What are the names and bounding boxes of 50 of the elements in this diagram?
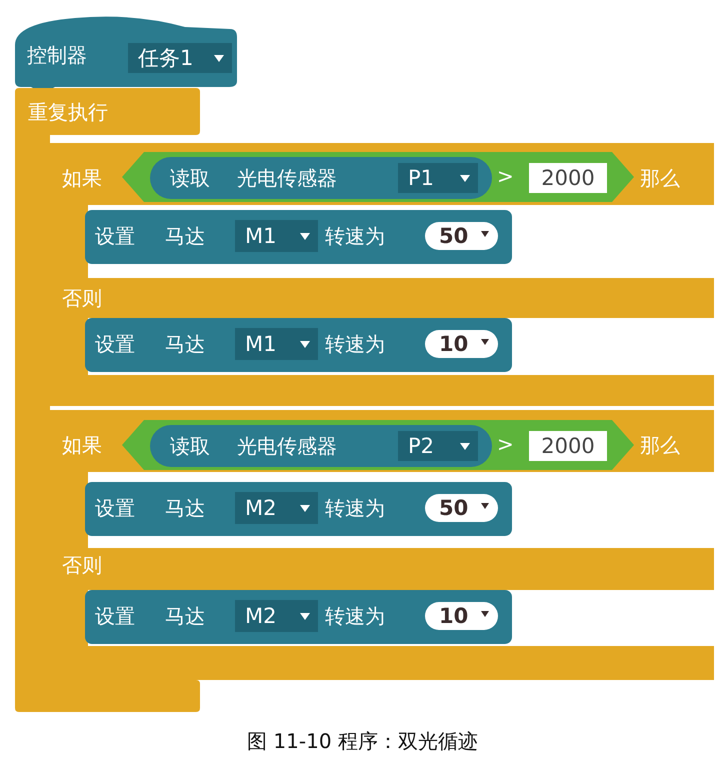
dropdown-field: 10 xyxy=(425,602,498,630)
motor-speed-block xyxy=(85,210,512,264)
block-label: > xyxy=(497,431,514,458)
block-label: 转速为 xyxy=(325,603,385,630)
block-label: 设置 xyxy=(95,223,135,250)
block-label: 转速为 xyxy=(325,223,385,250)
block-label: 马达 xyxy=(165,331,205,358)
block-label: 转速为 xyxy=(325,495,385,522)
block-label: 如果 xyxy=(62,165,102,192)
block-label: 读取 xyxy=(170,165,210,192)
dropdown-field: M2 xyxy=(235,600,318,632)
block-label: 那么 xyxy=(640,432,680,459)
if-else-block xyxy=(50,410,714,680)
caption: 图 11-10 程序：双光循迹 xyxy=(247,728,478,755)
motor-speed-block xyxy=(85,318,512,372)
dropdown-field: 10 xyxy=(425,330,498,358)
block-label: 马达 xyxy=(165,223,205,250)
dropdown-field: 任务1 xyxy=(128,43,232,73)
dropdown-field: M1 xyxy=(235,220,318,252)
block-label: 否则 xyxy=(62,552,102,579)
dropdown-field: M2 xyxy=(235,492,318,524)
if-else-block xyxy=(50,143,714,406)
block-label: 设置 xyxy=(95,331,135,358)
block-label: 重复执行 xyxy=(28,99,108,126)
number-field: 2000 xyxy=(529,163,607,193)
block-label: 设置 xyxy=(95,603,135,630)
dropdown-field: 50 xyxy=(425,222,498,250)
block-label: 如果 xyxy=(62,432,102,459)
dropdown-field: 50 xyxy=(425,494,498,522)
sensor-read-block xyxy=(150,157,492,199)
motor-speed-block xyxy=(85,590,512,644)
block-label: 转速为 xyxy=(325,331,385,358)
dropdown-field: P2 xyxy=(398,431,478,461)
block-label: 马达 xyxy=(165,495,205,522)
block-label: 控制器 xyxy=(27,42,87,69)
block-label: 否则 xyxy=(62,285,102,312)
sensor-read-block xyxy=(150,425,492,467)
block-label: > xyxy=(497,163,514,190)
number-field: 2000 xyxy=(529,431,607,461)
block-label: 读取 xyxy=(170,433,210,460)
dropdown-field: M1 xyxy=(235,328,318,360)
block-label: 马达 xyxy=(165,603,205,630)
dropdown-field: P1 xyxy=(398,163,478,193)
comparison-block xyxy=(122,420,634,470)
comparison-block xyxy=(122,152,634,202)
block-label: 光电传感器 xyxy=(237,433,337,460)
block-label: 光电传感器 xyxy=(237,165,337,192)
block-label: 设置 xyxy=(95,495,135,522)
motor-speed-block xyxy=(85,482,512,536)
block-label: 那么 xyxy=(640,165,680,192)
